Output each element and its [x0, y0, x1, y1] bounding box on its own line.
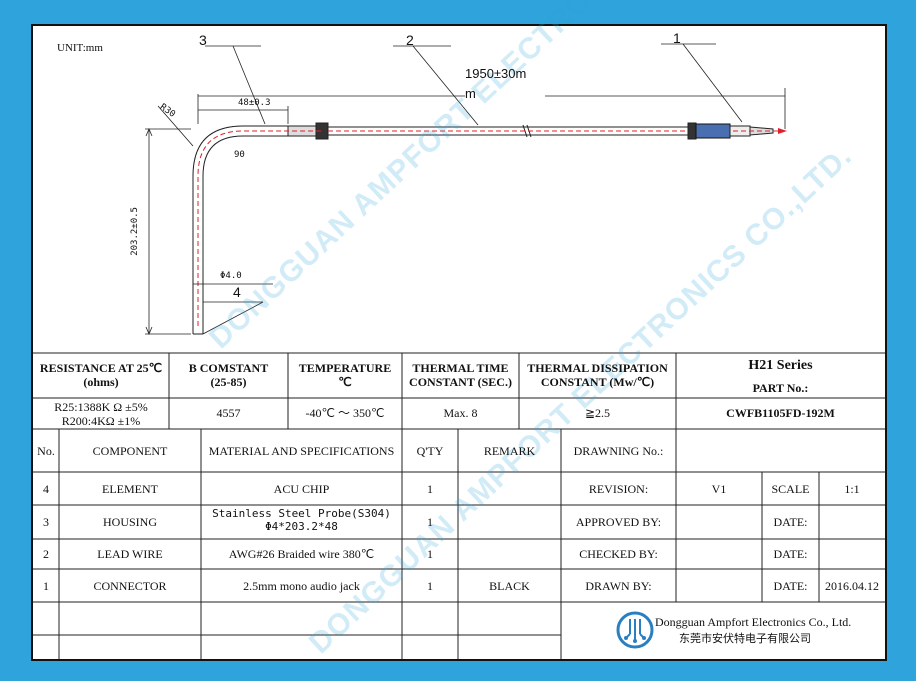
checked-date-label: DATE:: [773, 547, 808, 561]
bom-header-material: MATERIAL AND SPECIFICATIONS: [208, 444, 395, 458]
probe-drawing: [33, 43, 885, 659]
table-row-component: CONNECTOR: [93, 579, 167, 593]
dimension-vertical-length: 203.2±0.5: [129, 207, 140, 256]
revision-label: REVISION:: [588, 482, 649, 496]
company-name-cn: 东莞市安伏特电子有限公司: [679, 632, 811, 645]
table-row-remark: BLACK: [489, 579, 530, 593]
dimension-total-length: 1950±30m: [465, 66, 527, 81]
callout-2: 2: [406, 32, 414, 48]
dimension-total-length-unit: m: [465, 86, 476, 101]
callout-3: 3: [199, 32, 207, 48]
table-row-material: 2.5mm mono audio jack: [243, 579, 360, 593]
spec-header-temperature: TEMPERATURE℃: [298, 361, 392, 390]
callout-4: 4: [233, 284, 241, 300]
table-row-material: AWG#26 Braided wire 380℃: [228, 547, 375, 561]
bom-header-no: No.: [37, 444, 55, 458]
callout-1: 1: [673, 30, 681, 46]
table-row-qty: 1: [427, 547, 433, 561]
scale-value: 1:1: [844, 482, 860, 496]
table-row-material: ACU CHIP: [273, 482, 330, 496]
spec-value-thermal-dissipation: ≧2.5: [584, 406, 611, 420]
spec-header-resistance: RESISTANCE AT 25℃(ohms): [39, 361, 163, 390]
unit-label: UNIT:mm: [57, 42, 103, 54]
dimension-angle: 90: [234, 150, 245, 160]
scale-label: SCALE: [771, 482, 810, 496]
table-row-no: 2: [43, 547, 49, 561]
series-title: H21 Series: [748, 358, 813, 373]
part-number: CWFB1105FD-192M: [726, 406, 835, 420]
bom-header-remark: REMARK: [483, 444, 536, 458]
company-name-en: Dongguan Ampfort Electronics Co., Ltd.: [655, 615, 852, 629]
drawn-date-value: 2016.04.12: [825, 579, 879, 593]
spec-value-b-constant: 4557: [216, 406, 241, 420]
table-row-qty: 1: [427, 515, 433, 529]
table-row-no: 1: [43, 579, 49, 593]
checked-by-label: CHECKED BY:: [579, 547, 658, 561]
company-logo-icon: [616, 611, 654, 649]
table-row-qty: 1: [427, 482, 433, 496]
part-number-label: PART No.:: [752, 381, 809, 395]
drawn-by-label: DRAWN BY:: [585, 579, 652, 593]
drawing-number-label: DRAWNING No.:: [573, 444, 664, 458]
drawing-sheet: DONGGUAN AMPFORT ELECTRONICS CO.,LTD. DO…: [31, 0, 887, 661]
bom-header-component: COMPONENT: [92, 444, 168, 458]
table-row-qty: 1: [427, 579, 433, 593]
table-row-no: 3: [43, 515, 49, 529]
dimension-diameter: Φ4.0: [220, 271, 242, 281]
drawn-date-label: DATE:: [773, 579, 808, 593]
spec-value-thermal-time: Max. 8: [443, 406, 478, 420]
spec-header-b-constant: B COMSTANT(25-85): [188, 361, 269, 390]
revision-value: V1: [711, 482, 727, 496]
dimension-bend-length: 48±0.3: [238, 98, 271, 108]
spec-value-temperature: -40℃ ～ 350℃: [305, 406, 385, 420]
bom-header-qty: Q'TY: [416, 444, 444, 458]
table-row-component: ELEMENT: [102, 482, 158, 496]
spec-value-resistance: R25:1388K Ω ±5%R200:4KΩ ±1%: [54, 400, 148, 429]
approved-by-label: APPROVED BY:: [575, 515, 662, 529]
approved-date-label: DATE:: [773, 515, 808, 529]
table-row-no: 4: [43, 482, 49, 496]
table-row-component: LEAD WIRE: [97, 547, 163, 561]
table-row-material: Stainless Steel Probe(S304)Φ4*203.2*48: [212, 507, 391, 534]
table-row-component: HOUSING: [103, 515, 157, 529]
